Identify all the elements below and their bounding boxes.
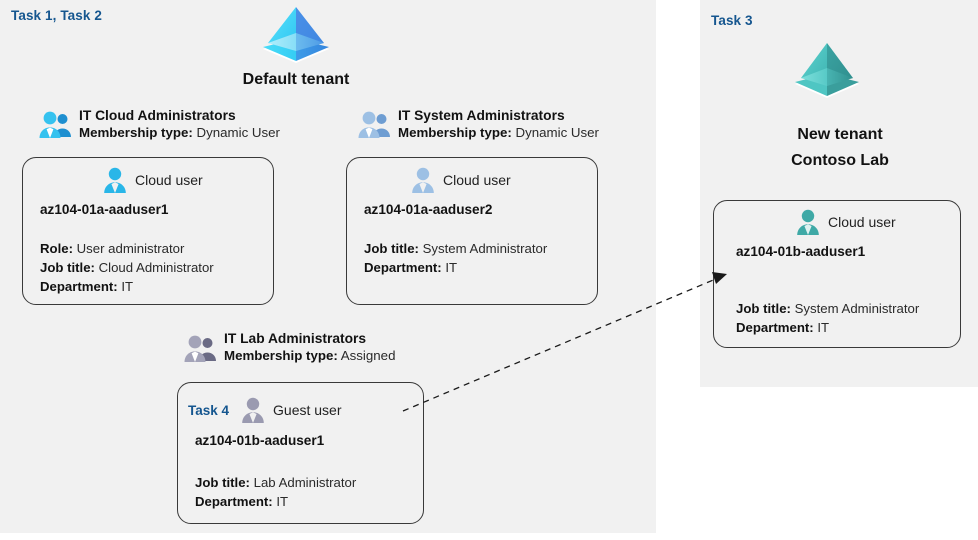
attr-label: Department: <box>40 279 118 294</box>
task-label-right-panel: Task 3 <box>711 13 753 28</box>
group-membership-it-system-administrators: Membership type: Dynamic User <box>398 124 599 142</box>
new-tenant-caption-line1: New tenant <box>797 126 883 143</box>
attr-label: Job title: <box>40 260 95 275</box>
group-users-icon <box>38 110 74 140</box>
azure-tenant-icon <box>792 38 862 100</box>
user-attr-department: Department: IT <box>195 492 356 511</box>
attr-value: System Administrator <box>794 301 920 316</box>
attr-value: Cloud Administrator <box>98 260 214 275</box>
user-attr-job-title: Job title: Cloud Administrator <box>40 258 214 277</box>
guest-user-icon <box>239 396 267 424</box>
azure-tenant-icon <box>259 3 333 65</box>
attr-label: Job title: <box>195 475 250 490</box>
user-card-az104-01a-aaduser1[interactable]: Cloud user az104-01a-aaduser1 Role: User… <box>22 157 274 305</box>
attr-value: User administrator <box>76 241 185 256</box>
cloud-user-icon <box>101 166 129 194</box>
membership-type-value: Dynamic User <box>196 125 281 140</box>
user-type-label: Cloud user <box>828 214 896 230</box>
user-attr-department: Department: IT <box>736 318 919 337</box>
user-attr-department: Department: IT <box>364 258 547 277</box>
attr-value: Lab Administrator <box>253 475 357 490</box>
task-label-guest-user: Task 4 <box>188 402 230 418</box>
attr-value: System Administrator <box>422 241 548 256</box>
user-card-az104-01b-aaduser1-cloud[interactable]: Cloud user az104-01b-aaduser1 Job title:… <box>713 200 961 348</box>
attr-label: Job title: <box>736 301 791 316</box>
user-attr-role: Role: User administrator <box>40 239 214 258</box>
user-name: az104-01a-aaduser2 <box>364 202 493 217</box>
user-card-az104-01b-aaduser1-guest[interactable]: Task 4 Guest user az104-01b-aaduser1 Job… <box>177 382 424 524</box>
group-title-it-lab-administrators: IT Lab Administrators <box>224 331 367 346</box>
user-type-label: Cloud user <box>443 172 511 188</box>
user-attr-job-title: Job title: System Administrator <box>736 299 919 318</box>
user-card-az104-01a-aaduser2[interactable]: Cloud user az104-01a-aaduser2 Job title:… <box>346 157 598 305</box>
membership-type-value: Assigned <box>340 348 396 363</box>
attr-label: Role: <box>40 241 73 256</box>
attr-value: IT <box>445 260 458 275</box>
cloud-user-icon <box>794 208 822 236</box>
attr-label: Department: <box>736 320 814 335</box>
user-name: az104-01a-aaduser1 <box>40 202 169 217</box>
user-attr-department: Department: IT <box>40 277 214 296</box>
group-membership-it-cloud-administrators: Membership type: Dynamic User <box>79 124 280 142</box>
user-attr-job-title: Job title: System Administrator <box>364 239 547 258</box>
user-attr-job-title: Job title: Lab Administrator <box>195 473 356 492</box>
attr-label: Department: <box>364 260 442 275</box>
group-users-icon <box>357 110 393 140</box>
user-name: az104-01b-aaduser1 <box>195 433 325 448</box>
membership-type-label: Membership type: <box>398 125 512 140</box>
user-name: az104-01b-aaduser1 <box>736 244 866 259</box>
attr-label: Job title: <box>364 241 419 256</box>
new-tenant-caption-line2: Contoso Lab <box>791 152 889 169</box>
user-type-label: Cloud user <box>135 172 203 188</box>
cloud-user-icon <box>409 166 437 194</box>
attr-value: IT <box>817 320 830 335</box>
attr-label: Department: <box>195 494 273 509</box>
membership-type-value: Dynamic User <box>515 125 600 140</box>
membership-type-label: Membership type: <box>224 348 338 363</box>
attr-value: IT <box>276 494 289 509</box>
group-title-it-system-administrators: IT System Administrators <box>398 108 565 123</box>
group-title-it-cloud-administrators: IT Cloud Administrators <box>79 108 236 123</box>
group-users-icon <box>183 334 219 364</box>
user-type-label: Guest user <box>273 402 342 418</box>
membership-type-label: Membership type: <box>79 125 193 140</box>
attr-value: IT <box>121 279 134 294</box>
default-tenant-caption: Default tenant <box>242 71 350 88</box>
group-membership-it-lab-administrators: Membership type: Assigned <box>224 347 395 365</box>
task-label-left-panel: Task 1, Task 2 <box>11 8 102 23</box>
